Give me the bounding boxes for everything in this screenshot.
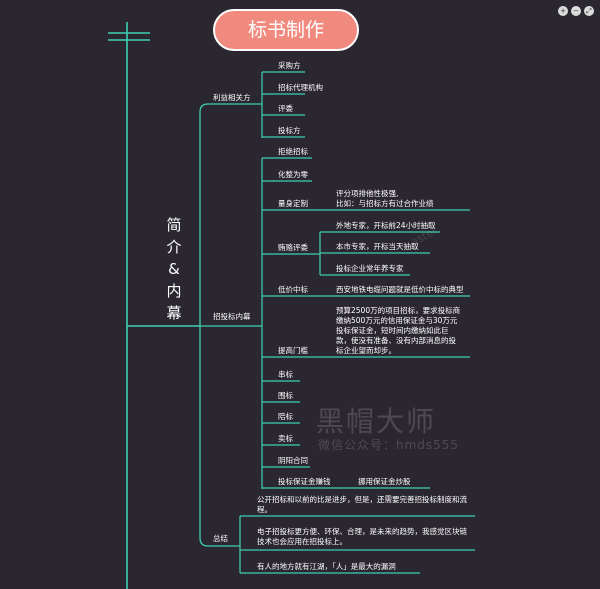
node-bribe-out-of-town: 外地专家，开标前24小时抽取 xyxy=(336,221,436,230)
zoom-in-icon[interactable]: + xyxy=(558,6,568,16)
node-enclose: 围标 xyxy=(278,391,293,400)
node-agency: 招标代理机构 xyxy=(278,83,323,92)
node-bidder: 投标方 xyxy=(278,126,301,135)
node-collude: 串标 xyxy=(278,370,293,379)
summary-item-3: 有人的地方就有江湖，「人」是最大的漏洞 xyxy=(257,562,396,571)
zoom-out-icon[interactable]: − xyxy=(571,6,581,16)
watermark-brand: 黑帽大师 xyxy=(316,405,437,438)
note-bond: 挪用保证金炒股 xyxy=(358,477,411,486)
note-custom: 评分项排他性极强, 比如：与招标方有过合作业绩 xyxy=(336,189,434,208)
node-threshold: 提高门槛 xyxy=(278,346,308,355)
note-lowprice: 西安地铁电缆问题就是低价中标的典型 xyxy=(336,285,464,294)
node-bribe-local: 本市专家，开标当天抽取 xyxy=(336,242,419,251)
fullscreen-icon[interactable]: ⤢ xyxy=(584,6,594,16)
top-right-controls: + − ⤢ xyxy=(558,6,594,16)
node-bribe: 贿赂评委 xyxy=(278,243,308,252)
node-insider: 招投标内幕 xyxy=(213,312,251,321)
root-topic: 简介&内幕 xyxy=(166,216,182,322)
node-summary: 总结 xyxy=(213,534,228,543)
summary-item-2: 电子招投标更方便、环保、合理，是未来的趋势，我感觉区块链技术也会应用在招投标上。 xyxy=(257,527,467,546)
node-stakeholders: 利益相关方 xyxy=(213,93,251,102)
watermark-subtitle: 微信公众号：hmds555 xyxy=(318,438,460,452)
node-reject: 拒绝招标 xyxy=(278,147,308,156)
connector-6 xyxy=(199,326,240,547)
node-purchaser: 采购方 xyxy=(278,61,301,70)
node-bribe-kept: 投标企业常年养专家 xyxy=(336,264,404,273)
node-split: 化整为零 xyxy=(278,170,308,179)
node-bond: 投标保证金赚钱 xyxy=(278,477,331,486)
node-accompany: 陪标 xyxy=(278,412,293,421)
node-yinyang: 阴阳合同 xyxy=(278,456,308,465)
node-judges: 评委 xyxy=(278,104,293,113)
node-lowprice: 低价中标 xyxy=(278,285,308,294)
node-sell: 卖标 xyxy=(278,434,293,443)
node-custom: 量身定制 xyxy=(278,199,308,208)
connector-4 xyxy=(199,103,262,326)
summary-item-1: 公开招标和以前的比是进步，但是，还需要完善招投标制度和流程。 xyxy=(257,495,467,514)
mindmap-title: 标书制作 xyxy=(213,9,359,51)
note-threshold: 预算2500万的项目招标，要求投标商缴纳500万元的信用保证金与30万元投标保证… xyxy=(336,306,461,355)
